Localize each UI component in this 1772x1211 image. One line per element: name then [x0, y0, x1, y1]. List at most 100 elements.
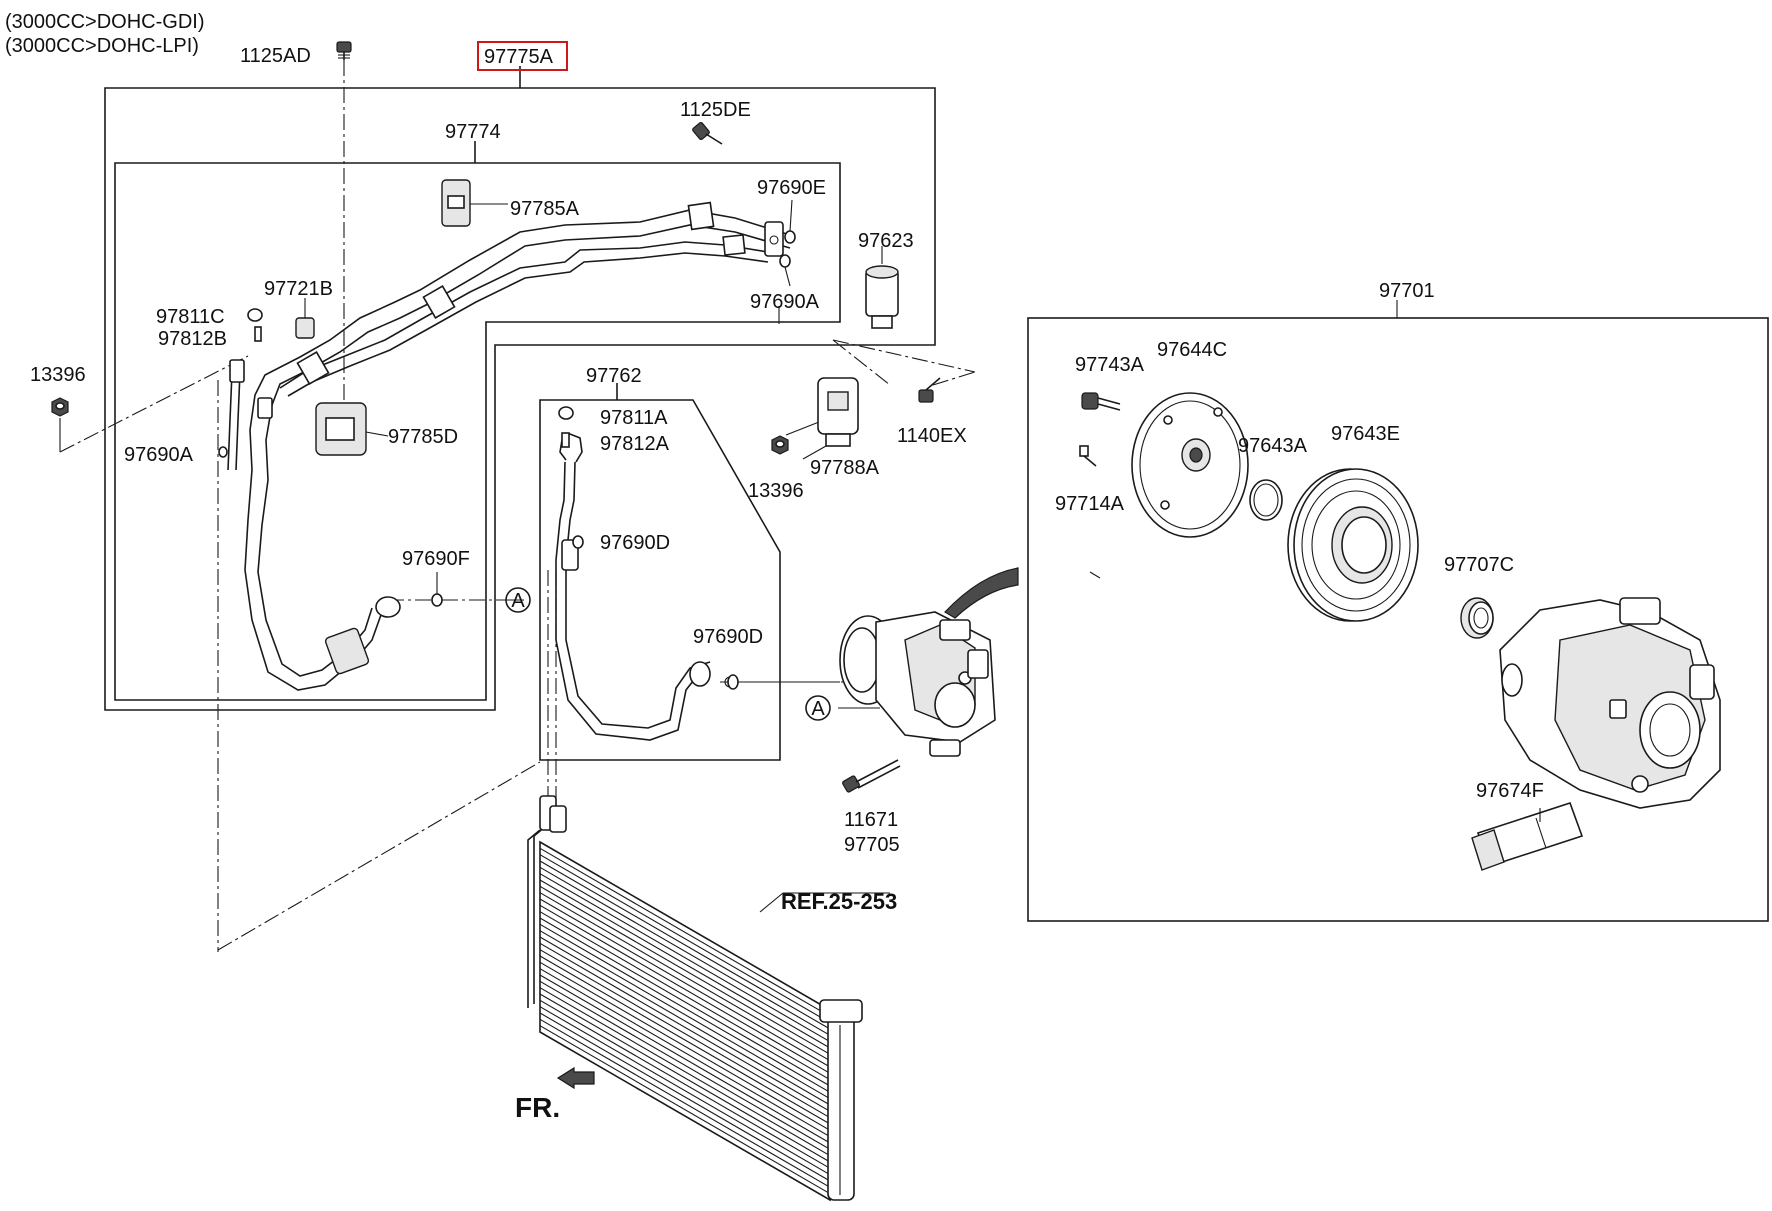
bolt-11671 [842, 759, 901, 793]
box-97701 [1027, 317, 1769, 922]
condenser-fin [539, 860, 831, 1030]
condenser-fin [539, 879, 831, 1049]
hose-97774 [227, 201, 791, 691]
variant-lpi: (3000CC>DOHC-LPI) [5, 35, 199, 57]
condenser-fin [539, 898, 831, 1068]
oring-97690e [784, 230, 796, 244]
label-97707c: 97707C [1444, 554, 1514, 576]
label-97785d: 97785D [388, 426, 458, 448]
assembly-boxes [104, 41, 1769, 922]
condenser-fin [539, 968, 831, 1138]
condenser-fin [539, 923, 831, 1093]
oring-97690f [431, 593, 443, 607]
condenser-fin [539, 949, 831, 1119]
box-97775a [104, 87, 936, 711]
hose-97762 [555, 433, 736, 741]
callout-a-2: A [811, 698, 825, 720]
label-97690d-upper: 97690D [600, 532, 670, 554]
cap-97811a [558, 406, 574, 420]
bolt-1125ad [336, 41, 352, 60]
cap-97811c [247, 308, 263, 322]
part-97788a [817, 377, 859, 447]
label-97785a: 97785A [510, 198, 580, 220]
box-97774 [114, 162, 841, 701]
label-1125ad: 1125AD [240, 45, 311, 67]
label-97690d-lower: 97690D [693, 626, 763, 648]
box-97762 [539, 399, 781, 761]
label-97811a: 97811A [600, 407, 668, 429]
condenser [527, 795, 890, 1202]
condenser-fin [539, 999, 831, 1169]
seal-97707c [1460, 597, 1494, 639]
compressor-middle [839, 611, 996, 757]
label-13396-left: 13396 [30, 364, 86, 386]
oring-97690d-upper [572, 535, 584, 549]
condenser-fin [539, 847, 831, 1017]
nut-13396-left [51, 397, 69, 417]
label-97690f: 97690F [402, 548, 470, 570]
leader-lines [59, 60, 1398, 952]
condenser-fin [539, 866, 831, 1036]
bracket-97785d [315, 402, 389, 456]
label-97623: 97623 [858, 230, 914, 252]
condenser-fin [539, 930, 831, 1100]
label-13396-mid: 13396 [748, 480, 804, 502]
condenser-fin [539, 854, 831, 1024]
label-97762: 97762 [586, 365, 642, 387]
label-97714a: 97714A [1055, 493, 1125, 515]
callout-a-1: A [511, 590, 525, 612]
label-front: FR. [515, 1092, 560, 1123]
condenser-fin [539, 993, 831, 1163]
snap-ring-inner [1253, 483, 1279, 517]
condenser-fin [539, 1018, 831, 1188]
label-97811c: 97811C [156, 306, 225, 328]
label-97788a: 97788A [810, 457, 880, 479]
nut-13396-mid [771, 435, 789, 455]
condenser-fin [539, 1006, 831, 1176]
label-97812a: 97812A [600, 433, 670, 455]
condenser-fin [539, 917, 831, 1087]
condenser-fin [539, 1025, 831, 1195]
small-parts [51, 41, 941, 793]
pulley-97643e [1287, 468, 1419, 622]
bolt-1140ex [918, 377, 941, 403]
oring-97690d-lower [727, 674, 739, 690]
part-labels: (3000CC>DOHC-GDI) (3000CC>DOHC-LPI) 1125… [5, 11, 1544, 1123]
condenser-fin [539, 885, 831, 1055]
condenser-fin [539, 873, 831, 1043]
label-ref: REF.25-253 [781, 889, 897, 914]
clutch-plate-97644c [1131, 392, 1249, 538]
bracket-97785a [441, 179, 508, 227]
label-97644c: 97644C [1157, 339, 1227, 361]
condenser-fin [539, 911, 831, 1081]
condenser-fin [539, 980, 831, 1150]
condenser-fin [539, 987, 831, 1157]
variant-gdi: (3000CC>DOHC-GDI) [5, 11, 204, 33]
label-97643a: 97643A [1238, 435, 1308, 457]
label-97690a-left: 97690A [124, 444, 194, 466]
core-97812b [254, 326, 262, 342]
compressor-exploded [944, 392, 1721, 871]
swoosh-arrow-icon [944, 567, 1019, 619]
label-97774: 97774 [445, 121, 501, 143]
condenser-fin [539, 904, 831, 1074]
bolt-1125de [692, 121, 723, 145]
label-97643e: 97643E [1331, 423, 1400, 445]
highlight-97775a [477, 41, 568, 71]
condenser-fin [539, 955, 831, 1125]
condenser-fin [539, 974, 831, 1144]
part-97623 [865, 246, 899, 329]
label-97775a: 97775A [484, 46, 554, 68]
part-97721b [295, 298, 315, 339]
label-97812b: 97812B [158, 328, 227, 350]
callouts: A A [505, 587, 831, 721]
label-97690a-top: 97690A [750, 291, 820, 313]
snap-ring-97643a [1249, 479, 1283, 521]
label-97701: 97701 [1379, 280, 1435, 302]
label-97690e: 97690E [757, 177, 826, 199]
bolt-97743a [1081, 392, 1121, 411]
oring-97690a-top [779, 254, 791, 268]
label-97674f: 97674F [1476, 780, 1544, 802]
switch-97674f [1471, 801, 1584, 871]
